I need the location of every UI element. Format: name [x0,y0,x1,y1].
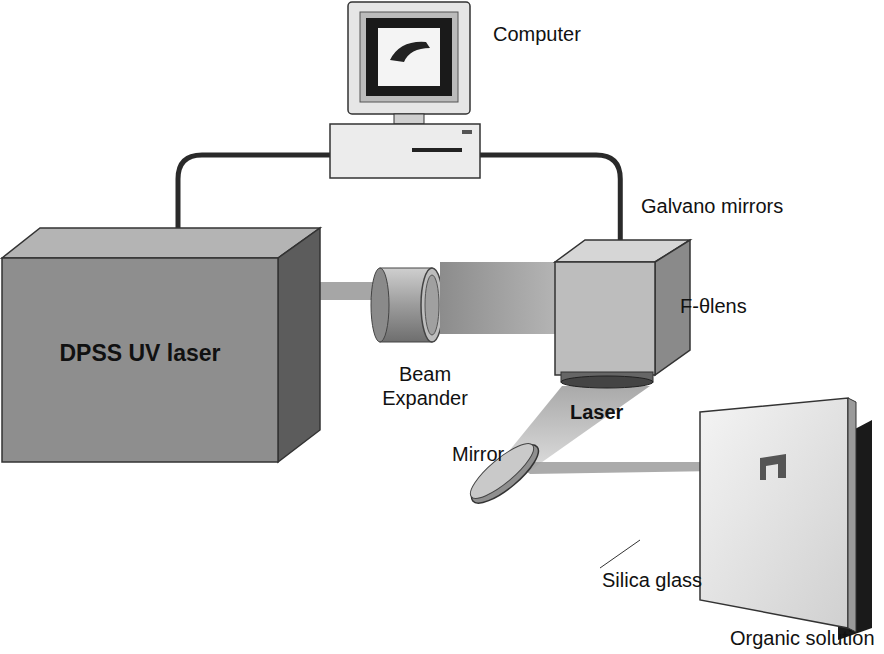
laser-box: DPSS UV laser [2,228,322,464]
part-label: Mirror [452,442,504,466]
part-label: Beam Expander [370,362,480,410]
node-label: DPSS UV laser [2,340,278,368]
beam-label: Laser [570,400,623,424]
galvano-mirror-box: Galvano mirrors [555,240,691,390]
cable [480,155,620,240]
node-label: Computer [493,22,581,46]
expanded-beam [440,262,558,334]
written-pattern [760,454,786,480]
leader-line [600,540,640,568]
part-label: Silica glass [602,568,702,592]
node-label: Galvano mirrors [641,194,783,218]
galvano-mirror-box-shape [555,240,691,390]
computer-shape [330,2,480,180]
beam-expander [371,268,443,342]
silica-glass-cell [700,398,872,640]
part-label: Organic solution [730,626,875,650]
computer: Computer [330,2,480,180]
cable [178,155,330,228]
part-label: F-θlens [680,294,747,318]
